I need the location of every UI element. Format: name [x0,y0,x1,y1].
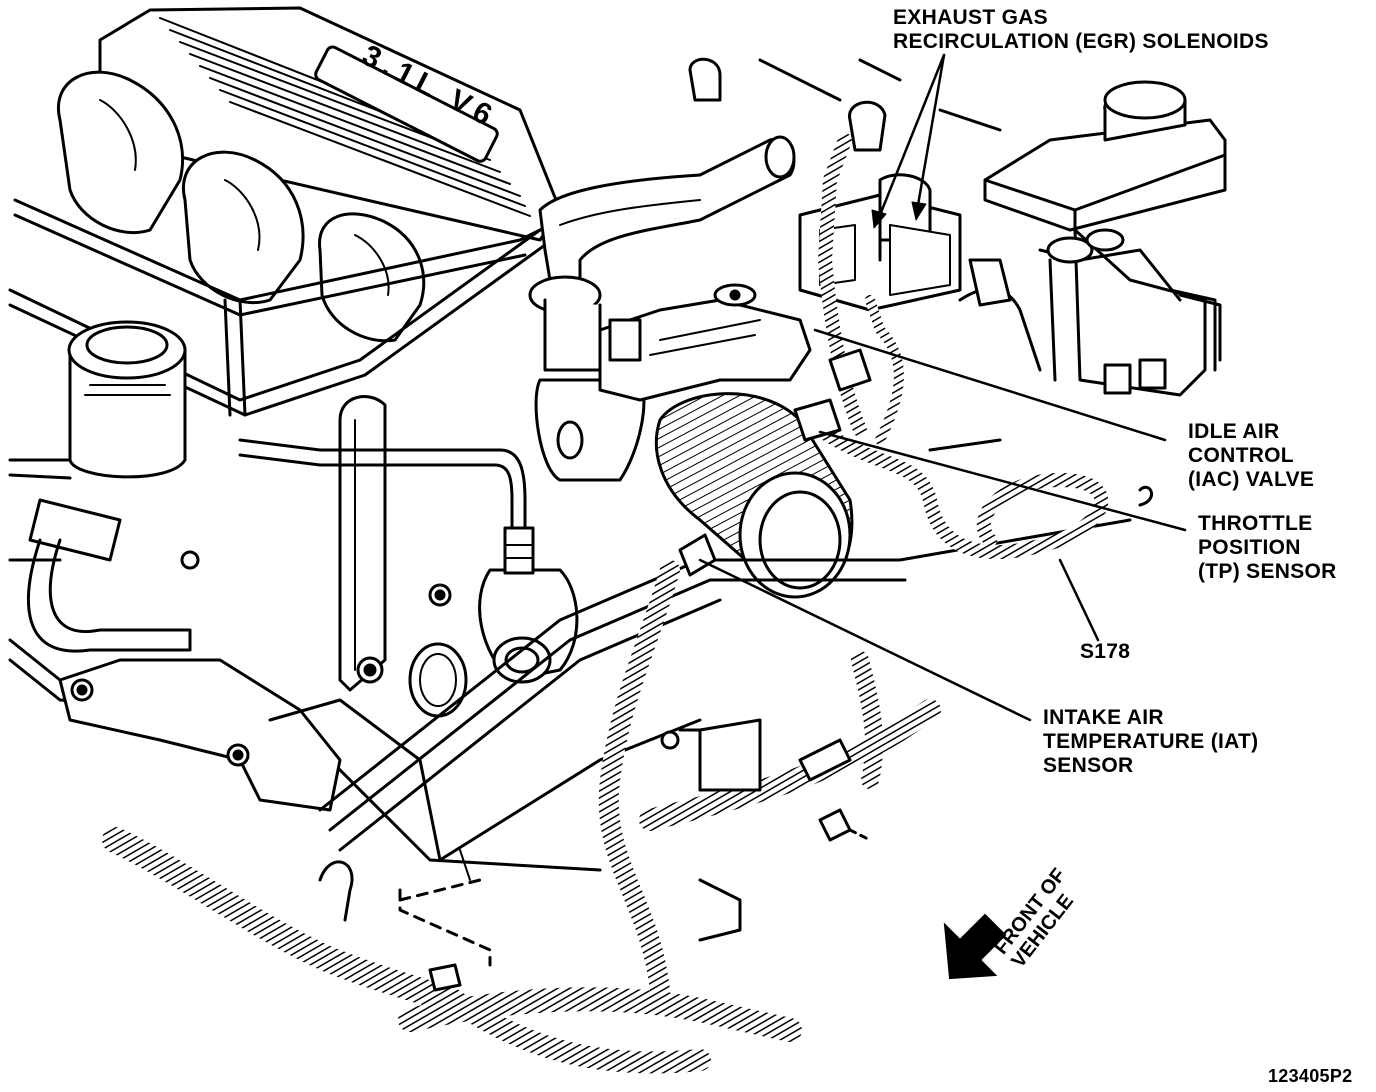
throttle-body [534,283,812,482]
brake-lines [958,228,1182,382]
figure-id: 123405P2 [1268,1066,1353,1086]
air-intake-duct [654,392,854,599]
intake-runners [57,70,426,343]
oil-filler-cap [67,320,187,479]
background-lines [688,57,1153,507]
exhaust-manifold [58,550,342,812]
reference-lines [398,878,492,967]
master-cylinder [983,80,1227,397]
vacuum-fitting [478,526,579,684]
egr-arrowhead-2 [911,201,927,221]
leader-lines [698,53,1187,722]
iat-sensor-label: INTAKE AIR TEMPERATURE (IAT) SENSOR [1043,706,1259,777]
pcv-elbow [528,135,796,372]
egr-solenoid-block [798,100,962,312]
tp-sensor-label: THROTTLE POSITION (TP) SENSOR [1198,512,1337,583]
egr-tube [238,395,527,692]
engine-badge [314,45,499,163]
egr-arrowhead [871,209,887,229]
splice-label: S178 [1080,640,1131,663]
connectors [428,348,872,992]
egr-solenoids-label: EXHAUST GAS RECIRCULATION (EGR) SOLENOID… [893,6,1269,53]
front-arrow-icon [943,913,1007,980]
iac-valve-label: IDLE AIR CONTROL (IAC) VALVE [1188,420,1315,491]
